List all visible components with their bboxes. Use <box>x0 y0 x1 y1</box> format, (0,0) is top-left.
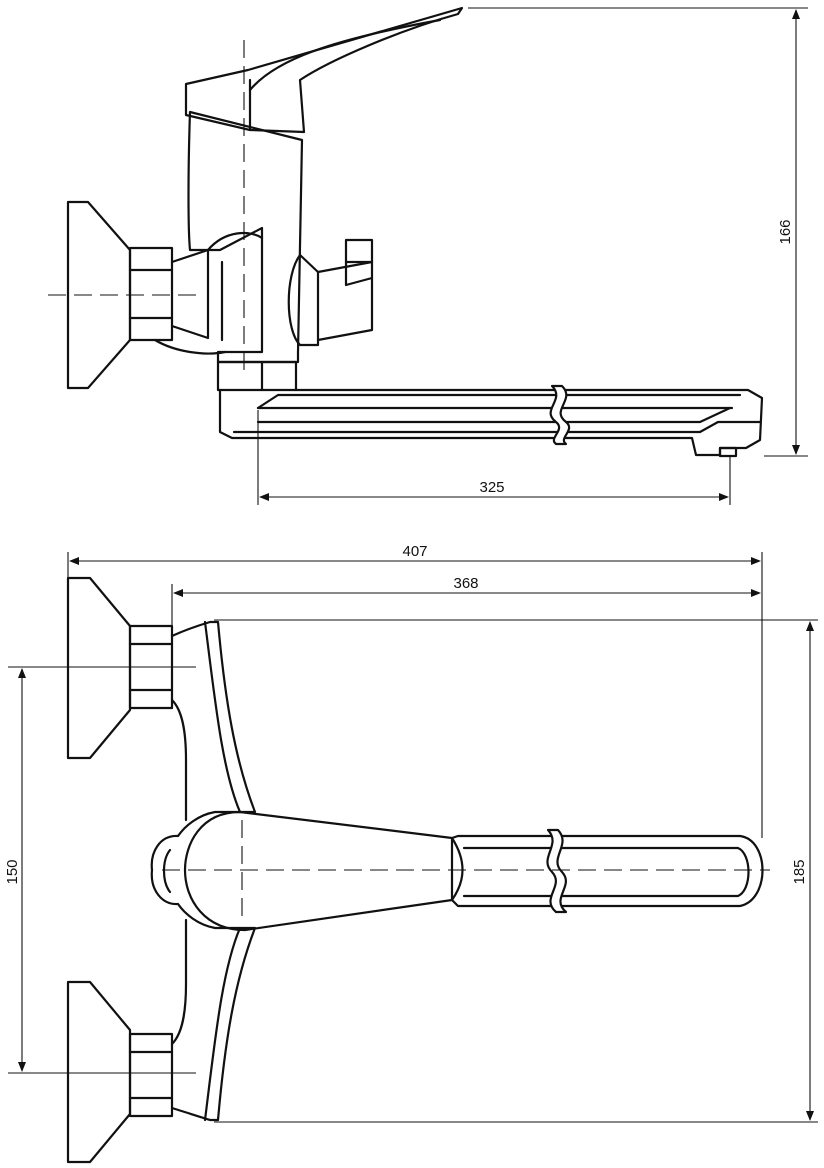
dimension-overall-width: 407 <box>67 543 763 838</box>
side-center-lines <box>48 40 731 505</box>
side-connector <box>153 248 227 355</box>
side-diverter-knob <box>287 238 374 347</box>
dimension-body-width: 368 <box>171 575 761 630</box>
dimension-label-166: 166 <box>777 219 794 244</box>
top-lever-handle <box>183 810 454 932</box>
top-view: 407 368 <box>4 543 818 1164</box>
top-upper-wall-flange <box>66 576 174 760</box>
side-view: 166 325 <box>48 6 808 505</box>
top-lower-wall-flange <box>66 980 174 1164</box>
top-spout <box>450 828 764 914</box>
side-lever-handle <box>184 6 464 134</box>
dimension-label-407: 407 <box>402 543 427 560</box>
dimension-overall-depth: 185 <box>791 621 814 1121</box>
dimension-center-distance: 150 <box>4 668 26 1072</box>
top-body <box>150 620 257 1122</box>
side-hex-nut <box>128 246 174 342</box>
dimension-side-height: 166 <box>468 7 808 457</box>
side-spout <box>218 384 764 458</box>
dimension-label-325: 325 <box>479 479 504 496</box>
side-spout-base <box>216 360 298 392</box>
dimension-label-368: 368 <box>453 575 478 592</box>
side-body <box>187 110 304 364</box>
dimension-label-150: 150 <box>4 859 21 884</box>
dimension-spout-reach: 325 <box>259 479 729 501</box>
dimension-label-185: 185 <box>791 859 808 884</box>
top-center-lines <box>8 619 818 1123</box>
